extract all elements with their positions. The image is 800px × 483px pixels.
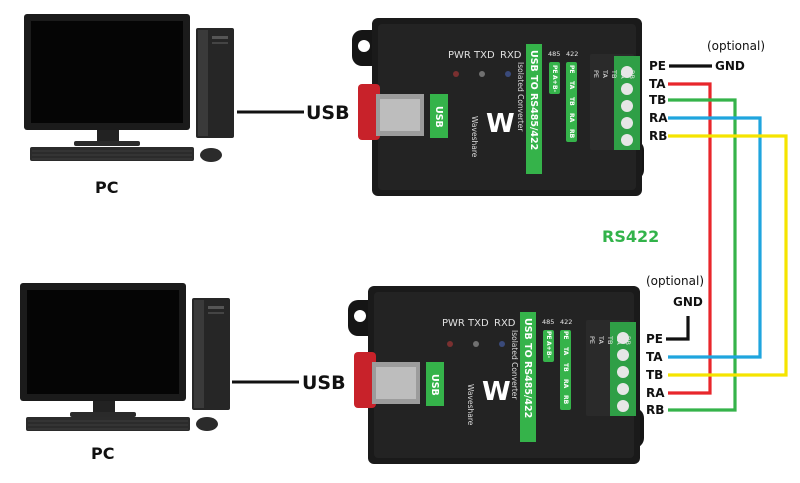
bottom-terminal-ra: RA bbox=[646, 386, 665, 400]
bottom-terminal-labels: PE TA TB RA RB bbox=[646, 332, 665, 417]
pc-top bbox=[24, 14, 234, 162]
led-rxd bbox=[499, 341, 505, 347]
wire-tb-to-rb bbox=[668, 98, 737, 412]
mouse bbox=[200, 148, 222, 162]
bottom-terminal-rb: RB bbox=[646, 403, 664, 417]
led-label-pwr: PWR bbox=[442, 318, 465, 329]
bottom-terminal-tb: TB bbox=[646, 368, 663, 382]
led-label-pwr: PWR bbox=[448, 50, 471, 61]
wire-pe-gnd-bottom bbox=[666, 316, 690, 341]
top-terminal-tb: TB bbox=[649, 93, 666, 107]
led-pwr bbox=[453, 71, 459, 77]
led-rxd bbox=[505, 71, 511, 77]
pin-422-rb: RB bbox=[562, 395, 569, 405]
brand-label: Waveshare bbox=[470, 116, 479, 158]
wire-rb-to-tb bbox=[668, 134, 788, 377]
pc-label-top: PC bbox=[95, 178, 118, 197]
wire-ta-to-ra bbox=[668, 82, 712, 395]
keyboard bbox=[26, 417, 190, 431]
mode-422-label: 422 bbox=[560, 318, 572, 326]
led-pwr bbox=[447, 341, 453, 347]
pc-bottom bbox=[20, 283, 230, 431]
pc-label-bottom: PC bbox=[91, 444, 114, 463]
model-label: USB TO RS485/422 bbox=[528, 50, 539, 150]
led-label-rxd: RXD bbox=[494, 318, 516, 329]
terminal-label-tb: TB bbox=[606, 335, 614, 344]
terminal-label-rb: RB bbox=[624, 336, 632, 345]
mode-485-label: 485 bbox=[548, 50, 560, 58]
pin-485-a: A+ bbox=[551, 75, 558, 85]
rs422-wires bbox=[666, 64, 788, 412]
pin-422-ta: TA bbox=[568, 81, 575, 90]
terminal-label-rb: RB bbox=[628, 70, 636, 79]
model-label: USB TO RS485/422 bbox=[522, 318, 533, 418]
brand-label: Waveshare bbox=[466, 384, 475, 426]
monitor-screen bbox=[27, 290, 179, 394]
led-label-txd: TXD bbox=[473, 50, 495, 61]
terminal-label-ta: TA bbox=[597, 335, 605, 344]
pin-422-pe: PE bbox=[562, 331, 569, 340]
pin-422-ra: RA bbox=[562, 379, 569, 389]
bottom-terminal-pe: PE bbox=[646, 332, 663, 346]
keyboard bbox=[30, 147, 194, 161]
monitor-neck bbox=[93, 401, 115, 413]
terminal-label-pe: PE bbox=[588, 336, 596, 344]
led-label-rxd: RXD bbox=[500, 50, 522, 61]
terminal-label-pe: PE bbox=[592, 70, 600, 78]
wire-ra-to-ta bbox=[668, 116, 762, 359]
usb-port-label: USB bbox=[433, 106, 444, 128]
optional-label-bottom: (optional) bbox=[646, 274, 704, 288]
usb-plug-cover bbox=[354, 352, 376, 408]
waveshare-logo: W bbox=[486, 109, 515, 139]
gnd-label-bottom: GND bbox=[673, 295, 703, 309]
pin-485-pe: PE bbox=[545, 331, 552, 340]
terminal-label-ra: RA bbox=[619, 70, 627, 79]
monitor-base bbox=[70, 412, 136, 417]
converter-module-top: USB PWR TXD RXD W Waveshare USB TO RS485… bbox=[352, 18, 644, 196]
mode-422-label: 422 bbox=[566, 50, 578, 58]
usb-label-top: USB bbox=[306, 102, 350, 124]
terminal-label-ra: RA bbox=[615, 336, 623, 345]
usb-port-label: USB bbox=[429, 374, 440, 396]
subtitle-label: Isolated Converter bbox=[516, 62, 525, 132]
top-terminal-labels: PE TA TB RA RB bbox=[649, 59, 668, 143]
pin-422-tb: TB bbox=[562, 363, 569, 372]
mount-hole bbox=[354, 310, 366, 322]
pin-422-rb: RB bbox=[568, 129, 575, 139]
pin-485-b: B- bbox=[545, 351, 552, 359]
pin-485-b: B- bbox=[551, 85, 558, 93]
optional-label-top: (optional) bbox=[707, 39, 765, 53]
rs422-label: RS422 bbox=[602, 227, 659, 246]
bottom-terminal-ta: TA bbox=[646, 350, 663, 364]
monitor-neck bbox=[97, 130, 119, 142]
terminal-label-ta: TA bbox=[601, 69, 609, 78]
pin-422-ta: TA bbox=[562, 347, 569, 356]
converter-module-bottom: USB PWR TXD RXD W Waveshare USB TO RS485… bbox=[348, 286, 644, 464]
led-txd bbox=[473, 341, 479, 347]
monitor-base bbox=[74, 141, 140, 146]
mouse bbox=[196, 417, 218, 431]
led-txd bbox=[479, 71, 485, 77]
pin-422-pe: PE bbox=[568, 65, 575, 74]
usb-plug-cover bbox=[358, 84, 380, 140]
usb-label-bottom: USB bbox=[302, 372, 346, 394]
mount-hole bbox=[358, 40, 370, 52]
mode-485-label: 485 bbox=[542, 318, 554, 326]
waveshare-logo: W bbox=[482, 377, 511, 407]
top-terminal-ta: TA bbox=[649, 77, 666, 91]
pin-485-pe: PE bbox=[551, 65, 558, 74]
pin-422-ra: RA bbox=[568, 113, 575, 123]
top-terminal-ra: RA bbox=[649, 111, 668, 125]
top-terminal-rb: RB bbox=[649, 129, 667, 143]
pin-422-tb: TB bbox=[568, 97, 575, 106]
terminal-label-tb: TB bbox=[610, 69, 618, 78]
monitor-screen bbox=[31, 21, 183, 123]
subtitle-label: Isolated Converter bbox=[510, 330, 519, 400]
led-label-txd: TXD bbox=[467, 318, 489, 329]
top-terminal-pe: PE bbox=[649, 59, 666, 73]
gnd-label-top: GND bbox=[715, 59, 745, 73]
pin-485-a: A+ bbox=[545, 341, 552, 351]
